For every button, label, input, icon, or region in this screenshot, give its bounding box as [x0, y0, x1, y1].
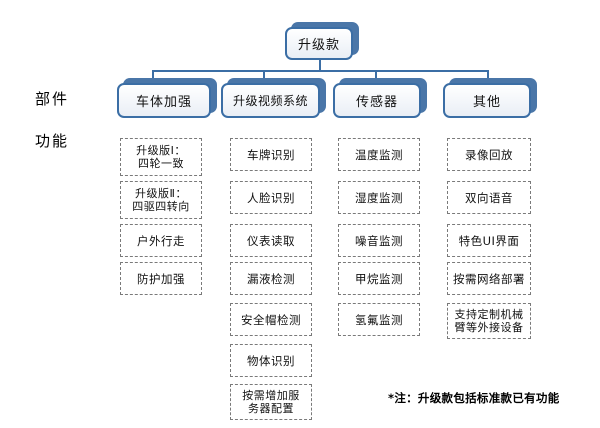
- node-column-header-3[interactable]: 传感器: [333, 78, 427, 118]
- connector-drop-column-1: [152, 70, 154, 83]
- node-column-header-4-label: 其他: [472, 95, 501, 110]
- leaf-item-label: 特色UI界面: [458, 233, 520, 248]
- leaf-item[interactable]: 噪音监测: [338, 224, 420, 257]
- node-face: 升级款: [285, 27, 353, 60]
- leaf-item-label: 户外行走: [137, 233, 185, 248]
- footnote-text: *注：升级款包括标准款已有功能: [388, 391, 560, 405]
- leaf-item[interactable]: 湿度监测: [338, 181, 420, 214]
- node-root-label: 升级款: [297, 38, 340, 53]
- node-column-header-1[interactable]: 车体加强: [117, 78, 217, 118]
- leaf-item-label: 升级版Ⅰ： 四轮一致: [136, 144, 186, 170]
- leaf-item-label: 人脸识别: [247, 190, 295, 205]
- leaf-item[interactable]: 双向语音: [447, 181, 531, 214]
- leaf-item[interactable]: 按需网络部署: [447, 262, 531, 295]
- leaf-item-label: 升级版Ⅱ： 四驱四转向: [132, 187, 190, 213]
- axis-label-functions: 功能: [35, 132, 70, 150]
- node-column-header-2-label: 升级视频系统: [232, 94, 308, 108]
- leaf-item-label: 安全帽检测: [241, 312, 301, 327]
- connector-root-stem: [319, 60, 321, 71]
- leaf-item[interactable]: 录像回放: [447, 138, 531, 171]
- leaf-item[interactable]: 甲烷监测: [338, 262, 420, 295]
- connector-horizontal-bus: [152, 70, 488, 72]
- leaf-item[interactable]: 按需增加服 务器配置: [230, 384, 312, 420]
- leaf-item-label: 物体识别: [247, 353, 295, 368]
- node-column-header-3-label: 传感器: [355, 95, 398, 110]
- connector-drop-column-2: [263, 70, 265, 83]
- leaf-item-label: 支持定制机械 臂等外接设备: [454, 308, 524, 334]
- leaf-item[interactable]: 仪表读取: [230, 224, 312, 257]
- leaf-item[interactable]: 支持定制机械 臂等外接设备: [447, 303, 531, 339]
- leaf-item[interactable]: 氢氟监测: [338, 303, 420, 336]
- leaf-item[interactable]: 人脸识别: [230, 181, 312, 214]
- node-face: 车体加强: [117, 83, 211, 118]
- node-face: 传感器: [333, 83, 421, 118]
- node-column-header-4[interactable]: 其他: [443, 78, 537, 118]
- connector-drop-column-4: [487, 70, 489, 83]
- connector-drop-column-3: [375, 70, 377, 83]
- leaf-item[interactable]: 防护加强: [120, 262, 202, 295]
- node-root-upgraded-model[interactable]: 升级款: [285, 22, 359, 60]
- leaf-item[interactable]: 物体识别: [230, 344, 312, 377]
- leaf-item-label: 按需增加服 务器配置: [242, 389, 300, 415]
- node-face: 升级视频系统: [221, 83, 320, 118]
- leaf-item[interactable]: 漏液检测: [230, 262, 312, 295]
- leaf-item-label: 仪表读取: [247, 233, 295, 248]
- leaf-item[interactable]: 温度监测: [338, 138, 420, 171]
- leaf-item-label: 甲烷监测: [355, 271, 403, 286]
- node-column-header-2[interactable]: 升级视频系统: [221, 78, 326, 118]
- leaf-item[interactable]: 车牌识别: [230, 138, 312, 171]
- leaf-item[interactable]: 特色UI界面: [447, 224, 531, 257]
- leaf-item-label: 温度监测: [355, 147, 403, 162]
- leaf-item[interactable]: 升级版Ⅰ： 四轮一致: [120, 138, 202, 176]
- leaf-item-label: 噪音监测: [355, 233, 403, 248]
- leaf-item-label: 录像回放: [465, 147, 513, 162]
- leaf-item-label: 氢氟监测: [355, 312, 403, 327]
- node-face: 其他: [443, 83, 531, 118]
- leaf-item-label: 湿度监测: [355, 190, 403, 205]
- leaf-item[interactable]: 安全帽检测: [230, 303, 312, 336]
- leaf-item-label: 防护加强: [137, 271, 185, 286]
- leaf-item-label: 漏液检测: [247, 271, 295, 286]
- leaf-item[interactable]: 户外行走: [120, 224, 202, 257]
- axis-label-parts: 部件: [35, 90, 70, 108]
- leaf-item[interactable]: 升级版Ⅱ： 四驱四转向: [120, 181, 202, 219]
- leaf-item-label: 车牌识别: [247, 147, 295, 162]
- leaf-item-label: 按需网络部署: [453, 271, 525, 286]
- node-column-header-1-label: 车体加强: [135, 95, 192, 110]
- leaf-item-label: 双向语音: [465, 190, 513, 205]
